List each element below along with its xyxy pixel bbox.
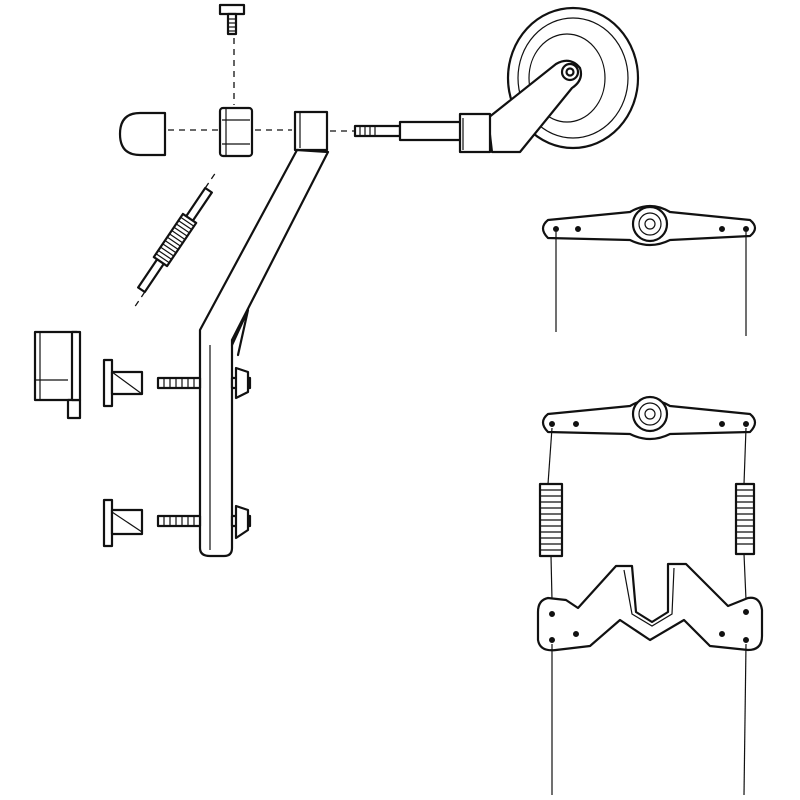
cap	[118, 111, 167, 157]
collar	[218, 106, 254, 158]
nut-lower	[230, 504, 252, 540]
pushrod-wire-right-bottom	[743, 643, 747, 796]
wheel-arm	[458, 59, 583, 154]
steering-horn-top	[541, 204, 757, 247]
spring-right-wire-top	[743, 427, 747, 485]
landing-gear-strut	[198, 148, 330, 558]
axle-pin	[353, 120, 464, 142]
spring-left-wire-top	[547, 427, 553, 485]
nose-steering-arm	[536, 562, 764, 652]
mount-block	[33, 330, 82, 420]
bushing-upper	[102, 358, 144, 408]
nut-upper	[230, 366, 252, 400]
strut-bracket	[293, 110, 329, 152]
bolt-lower	[156, 514, 202, 528]
bolt-upper	[156, 376, 202, 390]
bushing-lower	[102, 498, 144, 548]
spring-left	[538, 482, 564, 558]
spring-right	[734, 482, 756, 556]
spring-rod	[134, 172, 216, 308]
steering-horn-middle	[541, 395, 757, 441]
spring-right-wire-bottom	[743, 553, 747, 601]
screw-top	[218, 3, 246, 36]
spring-left-wire-bottom	[550, 555, 553, 601]
